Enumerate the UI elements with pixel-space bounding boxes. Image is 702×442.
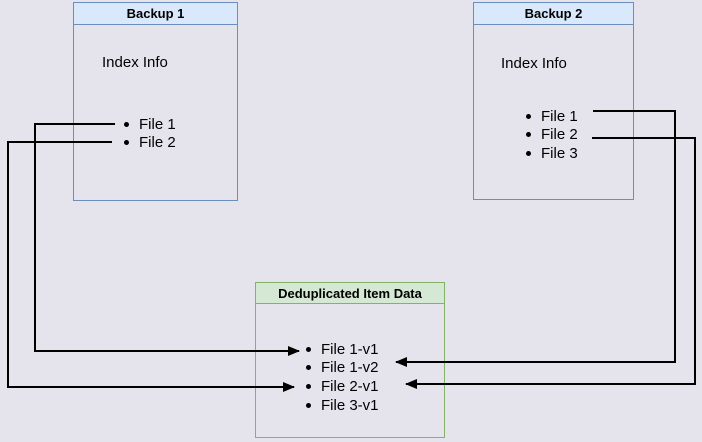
- list-item: File 1-v2: [306, 359, 379, 378]
- dedup-title: Deduplicated Item Data: [256, 283, 444, 304]
- bullet-icon: [526, 150, 531, 156]
- bullet-icon: [306, 365, 311, 371]
- backup2-subtitle: Index Info: [501, 55, 567, 72]
- backup1-subtitle: Index Info: [102, 54, 168, 71]
- file-label: File 3: [541, 144, 578, 162]
- backup2-file-list: File 1 File 2 File 3: [526, 107, 578, 163]
- bullet-icon: [526, 113, 531, 119]
- bullet-icon: [526, 132, 531, 138]
- list-item: File 2: [526, 126, 578, 145]
- list-item: File 1-v1: [306, 340, 379, 359]
- backup2-box: Backup 2 Index Info File 1 File 2 File 3: [473, 2, 634, 200]
- list-item: File 3-v1: [306, 396, 379, 415]
- list-item: File 2: [124, 134, 176, 153]
- list-item: File 1: [124, 115, 176, 134]
- file-label: File 1: [541, 107, 578, 125]
- list-item: File 3: [526, 144, 578, 163]
- list-item: File 1: [526, 107, 578, 126]
- bullet-icon: [124, 121, 129, 127]
- list-item: File 2-v1: [306, 377, 379, 396]
- backup1-title: Backup 1: [74, 3, 237, 25]
- bullet-icon: [306, 383, 311, 389]
- dedup-file-list: File 1-v1 File 1-v2 File 2-v1 File 3-v1: [306, 340, 379, 414]
- bullet-icon: [306, 346, 311, 352]
- bullet-icon: [124, 140, 129, 146]
- file-label: File 2: [139, 134, 176, 152]
- file-label: File 3-v1: [321, 396, 379, 414]
- file-label: File 2-v1: [321, 377, 379, 395]
- file-label: File 2: [541, 126, 578, 144]
- backup1-file-list: File 1 File 2: [124, 115, 176, 152]
- file-label: File 1: [139, 115, 176, 133]
- backup1-box: Backup 1 Index Info File 1 File 2: [73, 2, 238, 201]
- dedup-box: Deduplicated Item Data File 1-v1 File 1-…: [255, 282, 445, 438]
- backup2-title: Backup 2: [474, 3, 633, 25]
- bullet-icon: [306, 402, 311, 408]
- file-label: File 1-v1: [321, 340, 379, 358]
- file-label: File 1-v2: [321, 359, 379, 377]
